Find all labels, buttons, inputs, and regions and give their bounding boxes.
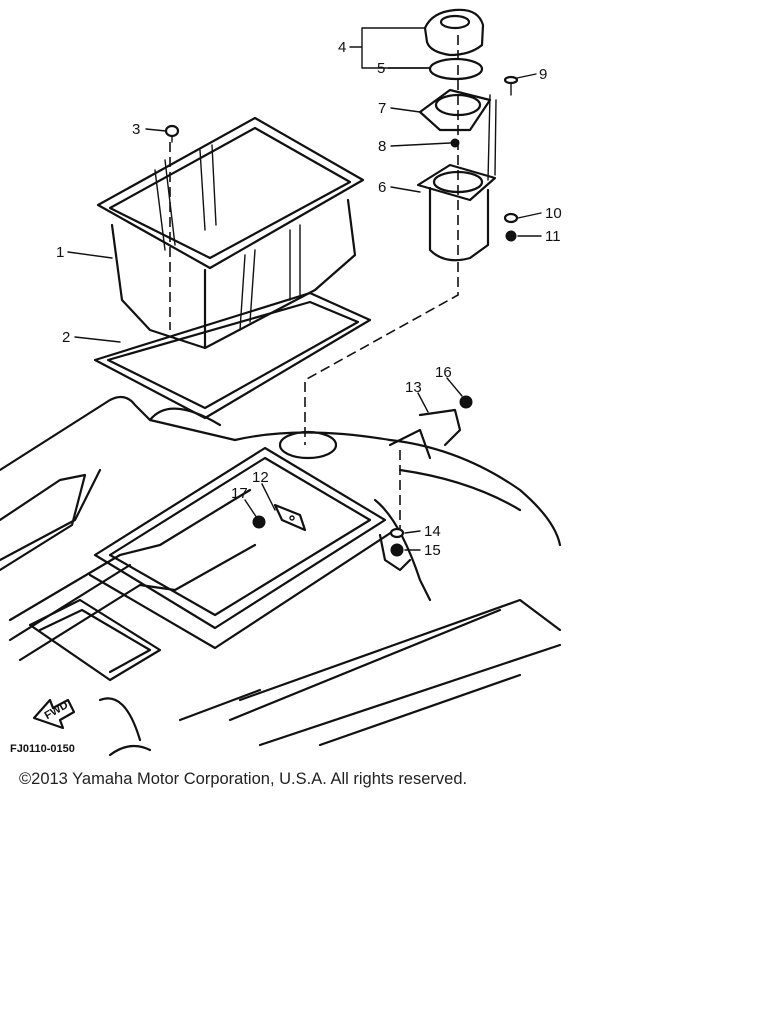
hull-deck [0, 395, 562, 757]
nut-11 [505, 230, 517, 242]
callout-12: 12 [252, 469, 269, 486]
callout-16: 16 [435, 364, 452, 381]
callout-numbers: 1 2 3 4 5 6 7 8 9 10 11 12 13 14 15 16 1… [56, 39, 562, 559]
filler-flange [418, 88, 492, 132]
callout-11: 11 [545, 228, 561, 245]
bracket-13 [388, 395, 473, 540]
fwd-arrow-icon: FWD [32, 698, 76, 730]
filler-pipe [416, 163, 497, 262]
washer-14 [389, 527, 405, 539]
o-ring [428, 57, 484, 81]
washer-8 [450, 138, 460, 148]
diagram-code: FJ0110-0150 [10, 743, 75, 755]
washer-10 [503, 212, 519, 224]
callout-3: 3 [132, 121, 140, 138]
nut-17 [252, 515, 266, 529]
callout-1: 1 [56, 244, 64, 261]
copyright-notice: ©2013 Yamaha Motor Corporation, U.S.A. A… [19, 770, 468, 788]
callout-14: 14 [424, 523, 441, 540]
callout-2: 2 [62, 329, 70, 346]
fuel-cap [423, 8, 485, 57]
storage-box [96, 116, 365, 350]
drain-plug [164, 124, 180, 143]
screw-9 [503, 75, 519, 96]
storage-box-gasket [93, 291, 372, 420]
callout-13: 13 [405, 379, 422, 396]
callout-15: 15 [424, 542, 441, 559]
callout-7: 7 [378, 100, 386, 117]
exploded-parts-diagram: 1 2 3 4 5 6 7 8 9 10 11 12 13 14 15 16 1… [0, 8, 562, 757]
callout-4: 4 [338, 39, 346, 56]
callout-8: 8 [378, 138, 386, 155]
callout-5: 5 [377, 60, 385, 77]
callout-6: 6 [378, 179, 386, 196]
nut-15 [390, 543, 404, 557]
callout-10: 10 [545, 205, 562, 222]
callout-9: 9 [539, 66, 547, 83]
plate-12 [273, 503, 307, 532]
callout-17: 17 [231, 485, 248, 502]
leader-lines [67, 27, 542, 551]
